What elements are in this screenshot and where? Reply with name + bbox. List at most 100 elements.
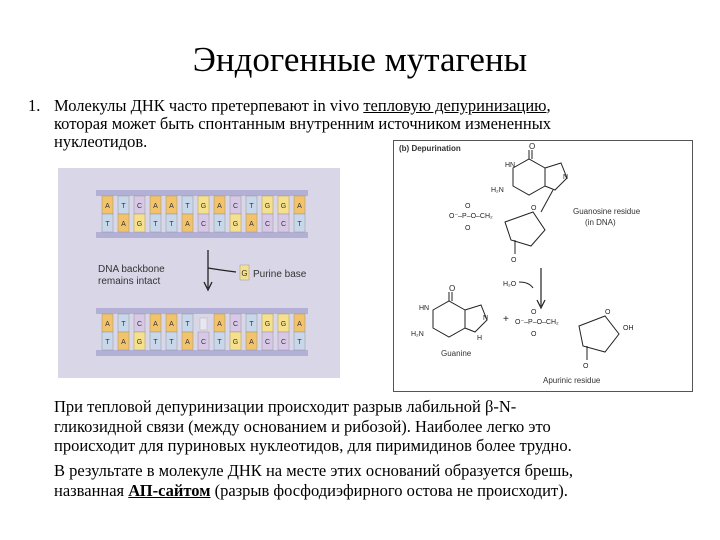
duplex-before-bottom-base <box>165 213 178 233</box>
duplex-before-bottom-base-letter: T <box>217 221 222 228</box>
duplex-after-bottom-base <box>181 331 194 351</box>
duplex-before-bottom-base <box>101 213 114 233</box>
duplex-after-bottom-base <box>117 331 130 351</box>
duplex-before-bottom-base-letter: A <box>185 221 190 228</box>
duplex-after-bottom-base-letter: T <box>297 339 302 346</box>
guanine-label: Guanine <box>441 349 472 358</box>
duplex-after-bottom-base-letter: A <box>121 339 126 346</box>
duplex-before-bottom-base-letter: G <box>137 221 142 228</box>
item-line-1: Молекулы ДНК часто претерпевают in vivo … <box>54 96 551 115</box>
para2-line-2: названная АП-сайтом (разрыв фосфодиэфирн… <box>54 480 568 500</box>
para1-line-2: гликозидной связи (между основанием и ри… <box>54 416 551 436</box>
duplex-after-bottom-base <box>101 331 114 351</box>
svg-text:OH: OH <box>623 325 634 332</box>
para2-line-1: В результате в молекуле ДНК на месте эти… <box>54 461 573 480</box>
svg-text:O: O <box>511 257 517 264</box>
duplex-after-bottom-base-letter: C <box>265 339 270 346</box>
released-base <box>239 264 250 281</box>
svg-text:N: N <box>483 315 488 322</box>
paragraph-depurination: При тепловой депуринизации происходит ра… <box>54 397 714 456</box>
duplex-before-bottom-base <box>149 213 162 233</box>
duplex-before-top-base-letter: A <box>297 203 302 210</box>
duplex-after-top-base-letter: A <box>169 321 174 328</box>
duplex-before-top-base-letter: A <box>217 203 222 210</box>
duplex-after-bottom-base-letter: C <box>281 339 286 346</box>
duplex-after-top-base-letter: T <box>121 321 126 328</box>
duplex-after-bottom-base-letter: A <box>249 339 254 346</box>
list-number: 1. <box>28 96 41 115</box>
guanosine-label-1: Guanosine residue <box>573 207 641 216</box>
duplex-after-bottom-base <box>213 331 226 351</box>
duplex-after-bottom-base-letter: T <box>169 339 174 346</box>
plus-sign: + <box>503 314 509 325</box>
apurinic-label: Apurinic residue <box>543 376 601 385</box>
svg-text:O: O <box>531 309 537 316</box>
duplex-before-top-base-letter: A <box>153 203 158 210</box>
svg-text:H₂N: H₂N <box>411 331 424 338</box>
backbone-label-1: DNA backbone <box>98 264 165 275</box>
duplex-before-bottom-base <box>277 213 290 233</box>
svg-text:O: O <box>449 284 455 293</box>
svg-text:O: O <box>605 309 611 316</box>
chem-frame <box>393 140 693 392</box>
svg-text:O: O <box>465 225 471 232</box>
duplex-after-bottom-base <box>229 331 242 351</box>
duplex-after-top-base-letter: A <box>105 321 110 328</box>
duplex-before-bottom-base <box>261 213 274 233</box>
glycosidic-bond <box>540 189 554 213</box>
item-line-2: которая может быть спонтанным внутренним… <box>54 114 552 133</box>
paragraph-ap-site: В результате в молекуле ДНК на месте эти… <box>54 461 714 500</box>
svg-text:O: O <box>531 331 537 338</box>
duplex-before-top-base-letter: C <box>137 203 142 210</box>
guanosine-label-2: (in DNA) <box>585 218 616 227</box>
water-label: H₂O <box>503 281 517 288</box>
duplex-before-bottom-base <box>293 213 306 233</box>
term-ap-site: АП-сайтом <box>128 480 211 500</box>
guanine-ring-top <box>512 150 568 196</box>
duplex-after-bottom-base <box>149 331 162 351</box>
duplex-before-bottom-base-letter: A <box>121 221 126 228</box>
duplex-before-top-base-letter: A <box>169 203 174 210</box>
duplex-after-bottom-base-letter: C <box>201 339 206 346</box>
duplex-before-top-base-letter: A <box>105 203 110 210</box>
duplex-after-bottom-base-letter: G <box>137 339 142 346</box>
term-thermal-depurination: тепловую депуринизацию <box>363 96 547 115</box>
duplex-before-bottom-base <box>213 213 226 233</box>
duplex-before-top-base-letter: T <box>185 203 190 210</box>
slide-title: Эндогенные мутагены <box>192 40 528 79</box>
duplex-before-bottom-base <box>117 213 130 233</box>
duplex-before-bottom-base-letter: T <box>105 221 110 228</box>
backbone-top-1 <box>96 190 308 196</box>
sugar-ring-top <box>504 211 546 247</box>
duplex-after-top-base-letter: G <box>265 321 270 328</box>
duplex-before-bottom-base <box>181 213 194 233</box>
duplex-before-bottom-base <box>245 213 258 233</box>
duplex-before-bottom-base-letter: G <box>233 221 238 228</box>
duplex-after-bottom-base-letter: T <box>153 339 158 346</box>
duplex-after-bottom-base-letter: T <box>217 339 222 346</box>
duplex-after-bottom-base-letter: A <box>185 339 190 346</box>
duplex-before-top-base-letter: G <box>201 203 206 210</box>
duplex-after-bottom-base <box>165 331 178 351</box>
purine-base-label: Purine base <box>253 269 307 280</box>
svg-text:HN: HN <box>419 305 429 312</box>
duplex-before-top-base-letter: T <box>249 203 254 210</box>
duplex-after-top-base-letter: C <box>137 321 142 328</box>
duplex-after-top-base-letter: A <box>297 321 302 328</box>
para1-line-3: происходит для пуриновых нуклеотидов, дл… <box>54 436 572 455</box>
atom-h2n-top: H₂N <box>491 187 504 194</box>
duplex-before-bottom-base <box>133 213 146 233</box>
duplex-before-top-base-letter: T <box>121 203 126 210</box>
duplex-after-bottom-base <box>293 331 306 351</box>
backbone-top-2 <box>96 232 308 238</box>
backbone-bottom-2 <box>96 350 308 356</box>
item-line-3: нуклеотидов. <box>54 132 148 151</box>
duplex-before-bottom-base-letter: A <box>249 221 254 228</box>
duplex-after-top-base-letter: T <box>185 321 190 328</box>
svg-text:O: O <box>583 363 589 370</box>
duplex-before-bottom-base-letter: T <box>169 221 174 228</box>
arrow-head <box>203 281 213 292</box>
arrow-branch <box>207 267 237 273</box>
duplex-before-bottom-base-letter: C <box>265 221 270 228</box>
